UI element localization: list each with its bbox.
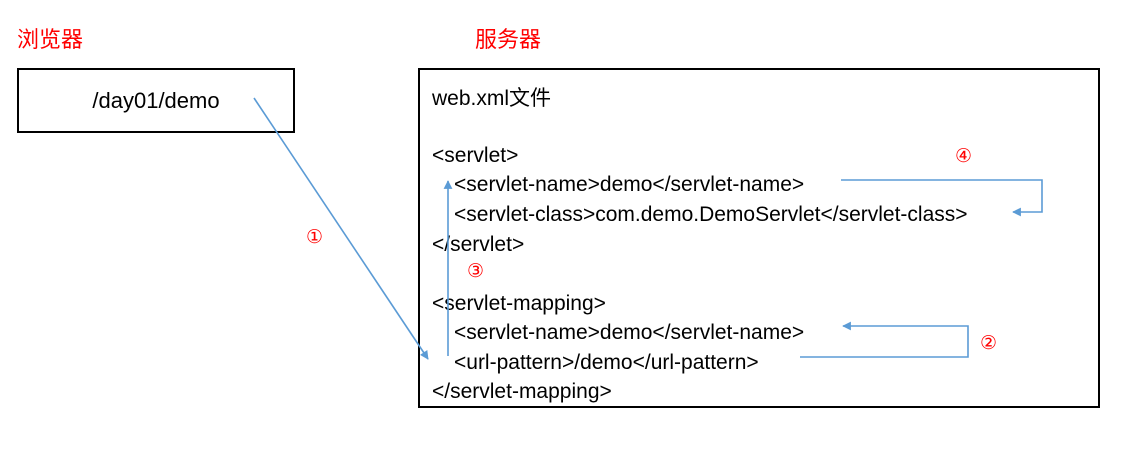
browser-box: /day01/demo (17, 68, 295, 133)
code-line-servlet-mapping-close: </servlet-mapping> (432, 380, 612, 403)
code-line-url-pattern: <url-pattern>/demo</url-pattern> (454, 351, 759, 374)
code-line-mapping-servlet-name: <servlet-name>demo</servlet-name> (454, 321, 805, 344)
code-line-servlet-open: <servlet> (432, 144, 519, 167)
server-webxml-box: web.xml文件 <servlet> <servlet-name>demo</… (418, 68, 1100, 408)
step-marker-3: ③ (467, 260, 485, 282)
step-marker-4: ④ (955, 145, 973, 167)
arrow-step-1 (253, 97, 429, 360)
code-line-servlet-name: <servlet-name>demo</servlet-name> (454, 173, 805, 196)
code-line-servlet-close: </servlet> (432, 233, 525, 256)
step-marker-1: ① (306, 226, 324, 248)
browser-url-text: /day01/demo (92, 88, 220, 113)
webxml-file-label: web.xml文件 (432, 87, 552, 110)
server-section-title: 服务器 (475, 28, 542, 53)
code-line-servlet-mapping-open: <servlet-mapping> (432, 292, 606, 315)
code-line-servlet-class: <servlet-class>com.demo.DemoServlet</ser… (454, 203, 968, 226)
step-marker-2: ② (980, 332, 998, 354)
browser-section-title: 浏览器 (17, 28, 84, 53)
